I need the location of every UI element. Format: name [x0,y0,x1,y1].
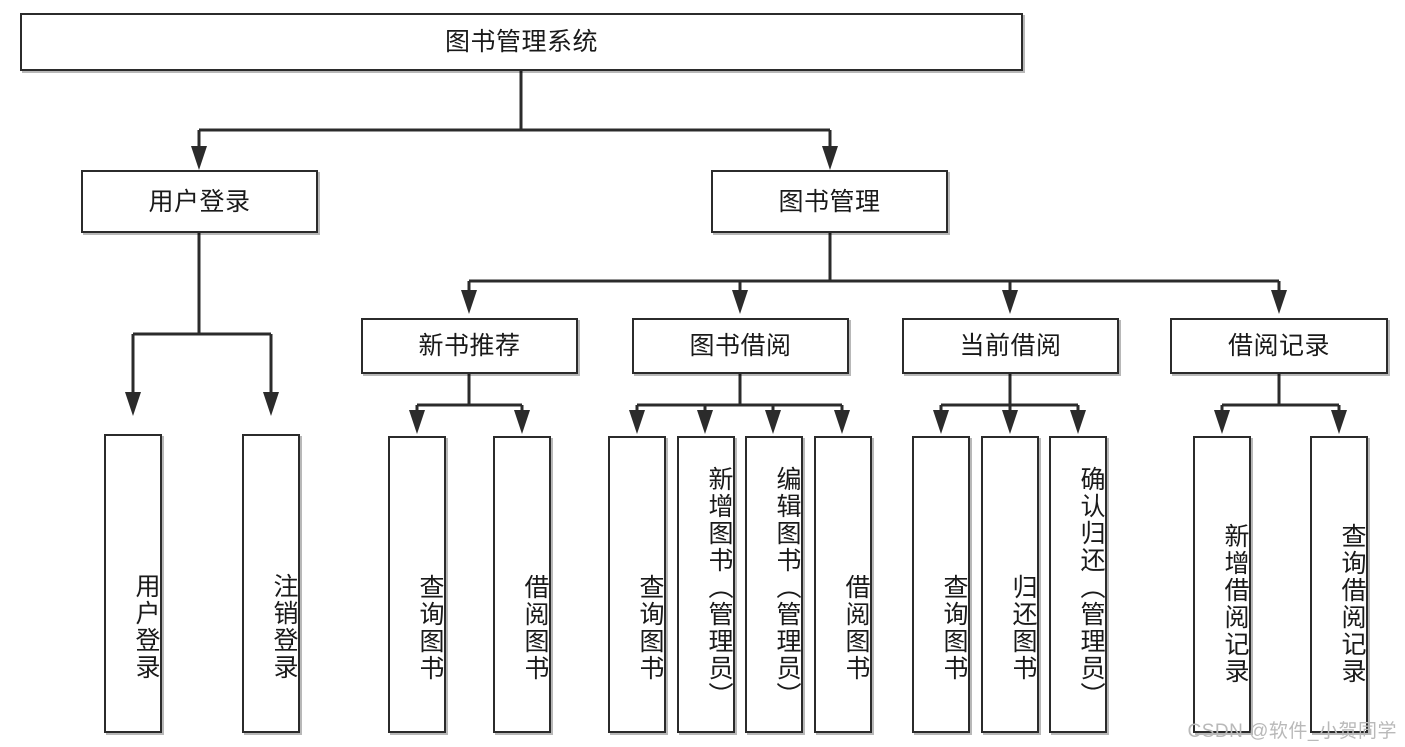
leaf-borrow-book-recommend[interactable]: 借阅图书 [493,436,551,733]
node-label: 借阅记录 [1227,332,1330,360]
node-label: 借阅图书 [842,573,870,682]
node-label: 确认归还（管理员） [1077,466,1105,709]
node-label: 图书管理系统 [444,28,598,56]
leaf-query-borrow-record[interactable]: 查询借阅记录 [1310,436,1368,733]
node-label: 新增图书（管理员） [705,466,733,709]
node-borrow-record[interactable]: 借阅记录 [1170,318,1388,374]
node-book-borrow[interactable]: 图书借阅 [632,318,849,374]
node-label: 编辑图书（管理员） [773,466,801,709]
node-label: 归还图书 [1009,573,1037,682]
leaf-edit-book-admin[interactable]: 编辑图书（管理员） [745,436,803,733]
csdn-watermark: CSDN @软件_小贺同学 [1187,721,1397,742]
node-label: 注销登录 [270,572,298,681]
node-label: 新书推荐 [418,332,521,360]
node-label: 查询图书 [416,573,444,682]
leaf-query-book-recommend[interactable]: 查询图书 [388,436,446,733]
node-book-management[interactable]: 图书管理 [711,170,948,233]
leaf-query-book-current[interactable]: 查询图书 [912,436,970,733]
node-label: 图书管理 [778,187,881,216]
leaf-return-book[interactable]: 归还图书 [981,436,1039,733]
leaf-logout[interactable]: 注销登录 [242,434,300,733]
node-label: 查询图书 [636,573,664,682]
node-label: 当前借阅 [959,332,1062,360]
node-label: 新增借阅记录 [1221,522,1249,685]
leaf-query-book-borrow[interactable]: 查询图书 [608,436,666,733]
node-user-login[interactable]: 用户登录 [81,170,318,233]
node-label: 查询图书 [940,573,968,682]
node-label: 借阅图书 [521,573,549,682]
node-new-book-recommend[interactable]: 新书推荐 [361,318,578,374]
leaf-user-login[interactable]: 用户登录 [104,434,162,733]
node-label: 查询借阅记录 [1338,522,1366,685]
node-label: 用户登录 [148,187,251,216]
leaf-confirm-return-admin[interactable]: 确认归还（管理员） [1049,436,1107,733]
leaf-add-book-admin[interactable]: 新增图书（管理员） [677,436,735,733]
node-label: 用户登录 [132,572,160,681]
node-label: 图书借阅 [689,332,792,360]
leaf-borrow-book[interactable]: 借阅图书 [814,436,872,733]
node-current-borrow[interactable]: 当前借阅 [902,318,1119,374]
leaf-add-borrow-record[interactable]: 新增借阅记录 [1193,436,1251,733]
node-root-system[interactable]: 图书管理系统 [20,13,1023,71]
